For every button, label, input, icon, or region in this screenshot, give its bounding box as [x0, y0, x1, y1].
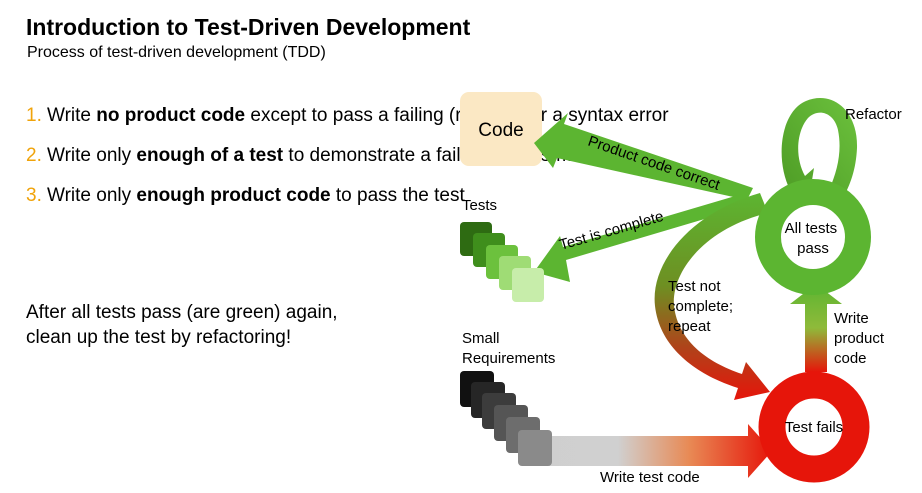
test-fails-label: Test fails: [785, 419, 843, 436]
tests-label: Tests: [462, 197, 497, 214]
code-box-label: Code: [478, 120, 523, 141]
write-product-code-arrow: [790, 284, 842, 372]
test-complete-arrow: [534, 194, 745, 282]
test-card: [512, 268, 544, 302]
slide-title: Introduction to Test-Driven Development: [26, 14, 471, 40]
write-test-code-label: Write test code: [600, 469, 700, 486]
code-box: [460, 92, 542, 166]
write-test-code-arrow: [535, 424, 772, 478]
requirements-label: Small Requirements: [462, 330, 555, 367]
all-tests-pass-node: [755, 179, 871, 295]
refactor-loop-arrow: [780, 97, 858, 205]
slide-subtitle: Process of test-driven development (TDD): [27, 44, 326, 61]
product-code-correct-arrow: [534, 113, 753, 200]
rule-number: 1.: [26, 105, 42, 126]
test-not-complete-label: Test not complete; repeat: [668, 278, 737, 335]
rule-item: 3. Write only enough product code to pas…: [26, 185, 465, 206]
test-fails-node: [758, 371, 870, 483]
all-tests-pass-label: All tests pass: [785, 220, 842, 257]
rule-emphasis: no product code: [96, 105, 246, 126]
requirement-card: [518, 430, 552, 466]
write-product-code-label: Write product code: [834, 310, 888, 367]
rule-number: 3.: [26, 185, 42, 206]
refactor-note: After all tests pass (are green) again, …: [26, 302, 338, 348]
rule-emphasis: enough product code: [136, 185, 331, 206]
refactor-label: Refactor: [845, 106, 902, 123]
rule-number: 2.: [26, 145, 42, 166]
test-not-complete-arrow: [654, 193, 770, 400]
rule-emphasis: enough of a test: [136, 145, 284, 166]
